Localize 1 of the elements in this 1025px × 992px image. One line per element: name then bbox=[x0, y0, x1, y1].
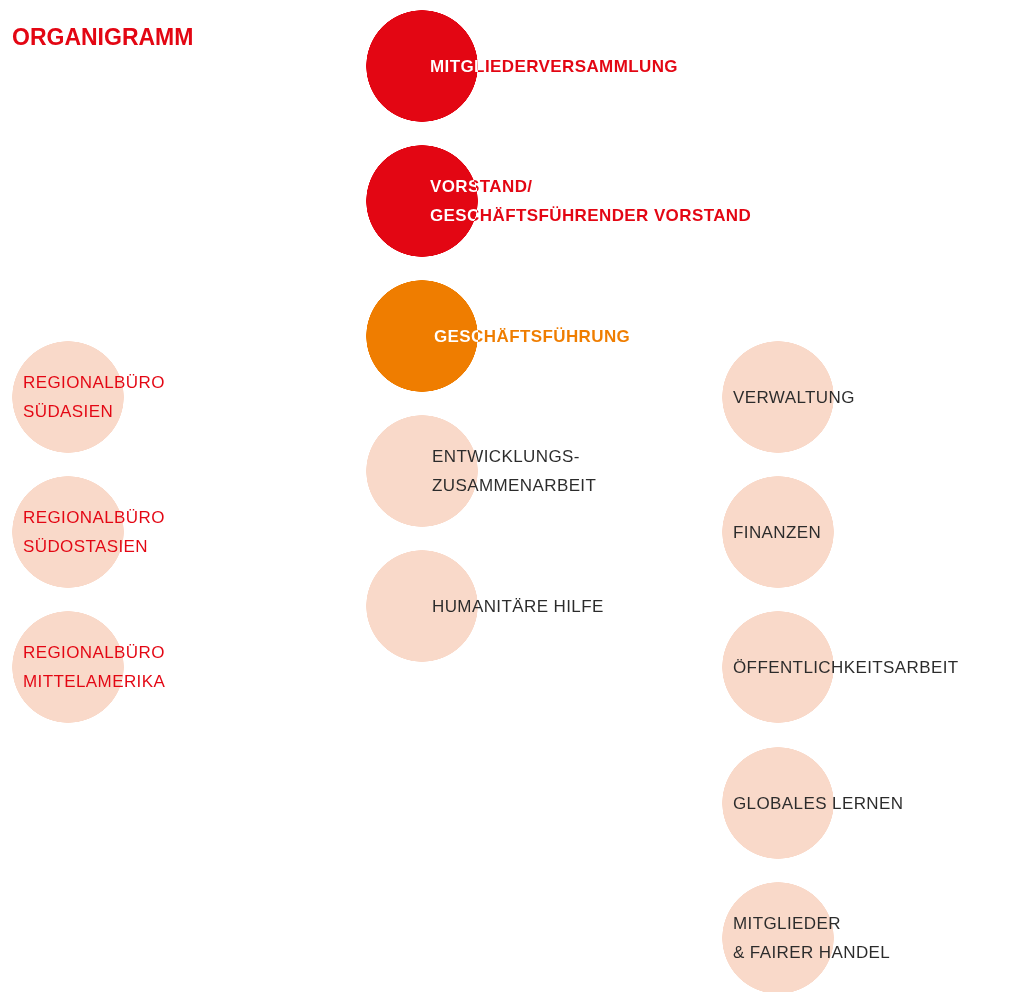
diagram-title: ORGANIGRAMM bbox=[12, 24, 194, 51]
